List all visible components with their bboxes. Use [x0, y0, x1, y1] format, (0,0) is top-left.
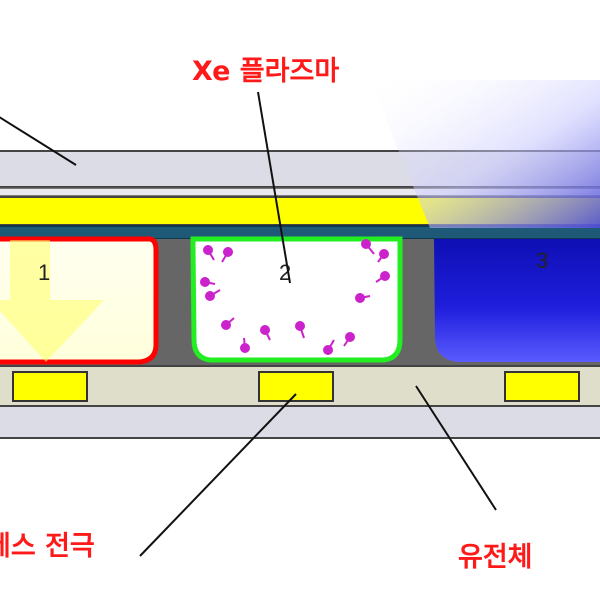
cell-3-discharge-space — [434, 239, 600, 362]
address-electrode-1 — [12, 371, 88, 402]
light-arrow — [0, 240, 104, 362]
address-electrode-2 — [258, 371, 334, 402]
leader-line-plasma — [257, 91, 291, 284]
light-emission-beam — [370, 80, 600, 228]
rear-glass-plate — [0, 405, 600, 439]
electrode-label: 레스 전극 — [0, 531, 95, 562]
leader-line-electrode — [139, 393, 297, 557]
cell-number-3: 3 — [536, 248, 548, 273]
dielectric-label: 유전체 — [458, 542, 533, 573]
cell-2-discharge-space — [190, 236, 403, 363]
cell-number-1: 1 — [38, 260, 50, 285]
leader-line-glass — [0, 116, 77, 166]
leader-lines — [0, 91, 497, 557]
plasma-label: Xe 플라즈마 — [192, 56, 340, 87]
address-electrode-3 — [504, 371, 580, 402]
leader-line-dielectric — [415, 385, 497, 511]
ions — [200, 239, 390, 355]
